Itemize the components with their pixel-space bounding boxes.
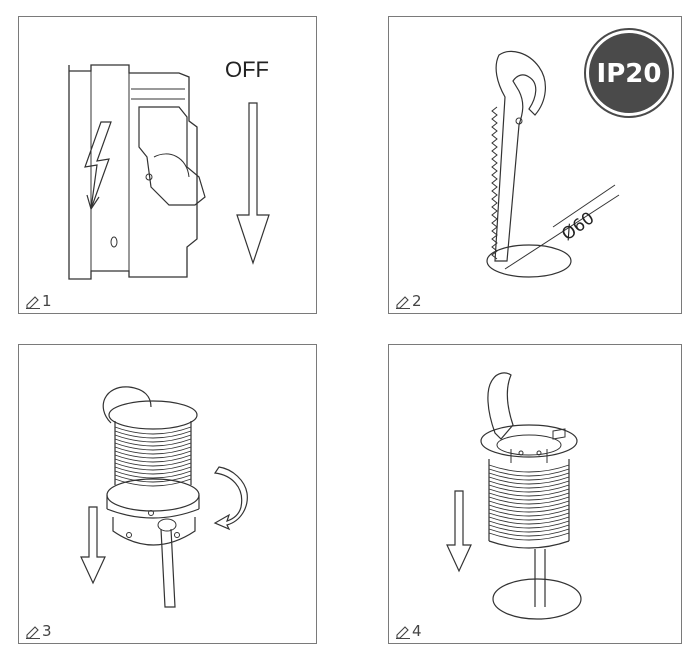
arrow-down-icon — [80, 506, 106, 585]
ip20-badge: IP20 — [584, 28, 674, 118]
rotate-arrow-icon — [213, 466, 248, 531]
arrow-down-icon — [446, 490, 472, 573]
unscrew-nut-illustration — [80, 386, 248, 608]
insert-socket-illustration — [446, 372, 582, 620]
pencil-icon — [396, 295, 410, 309]
off-label: OFF — [225, 57, 269, 82]
step-3-panel: 3 — [18, 344, 317, 644]
lightning-icon — [84, 121, 112, 210]
pencil-icon — [26, 625, 40, 639]
step-1-panel: OFF 1 — [18, 16, 317, 314]
step-number-4: 4 — [395, 624, 422, 639]
step-number-3: 3 — [25, 624, 52, 639]
svg-text:IP20: IP20 — [597, 59, 662, 89]
step-2-panel: Ø60 IP20 2 — [388, 16, 682, 314]
hole-saw-illustration: Ø60 IP20 — [486, 28, 674, 278]
breaker-switch-illustration: OFF — [68, 57, 270, 280]
pencil-icon — [396, 625, 410, 639]
diameter-label: Ø60 — [558, 208, 598, 245]
step-4-panel: 4 — [388, 344, 682, 644]
step-number-2: 2 — [395, 294, 422, 309]
step-number-1: 1 — [25, 294, 52, 309]
pencil-icon — [26, 295, 40, 309]
arrow-down-icon — [236, 102, 270, 265]
